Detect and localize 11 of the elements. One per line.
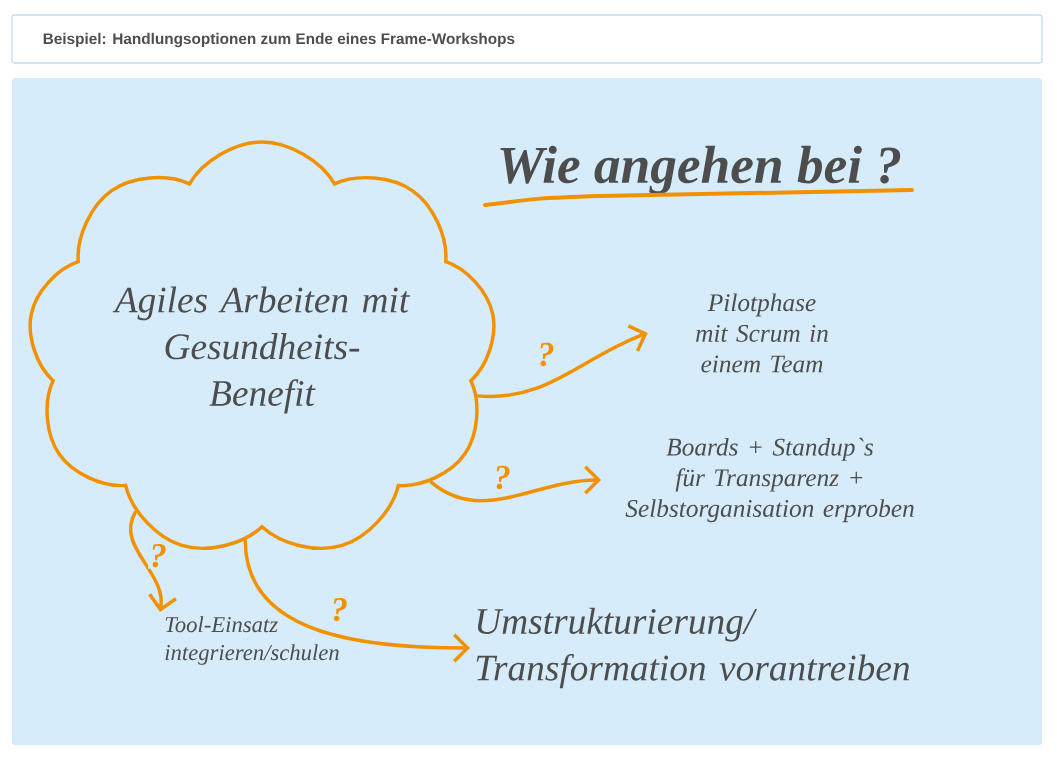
edge-label: ? [333,597,347,622]
edge-label: ? [496,465,510,490]
arrow [476,324,648,399]
handwritten-text: Boards + Standup`s für Transparenz + Selbstorganisation erproben [625,437,914,523]
arrow [429,465,602,503]
handwritten-text: Umstrukturierung/ Transformation vorantreiben [476,607,909,689]
arrow [128,510,177,612]
arrow [243,539,470,663]
edge-label: ? [540,342,554,367]
handwritten-text: Pilotphase mit Scrum in einem Team [696,293,828,373]
header-bar: Beispiel: Handlungsoptionen zum Ende eines Frame-Workshops [11,14,1043,64]
